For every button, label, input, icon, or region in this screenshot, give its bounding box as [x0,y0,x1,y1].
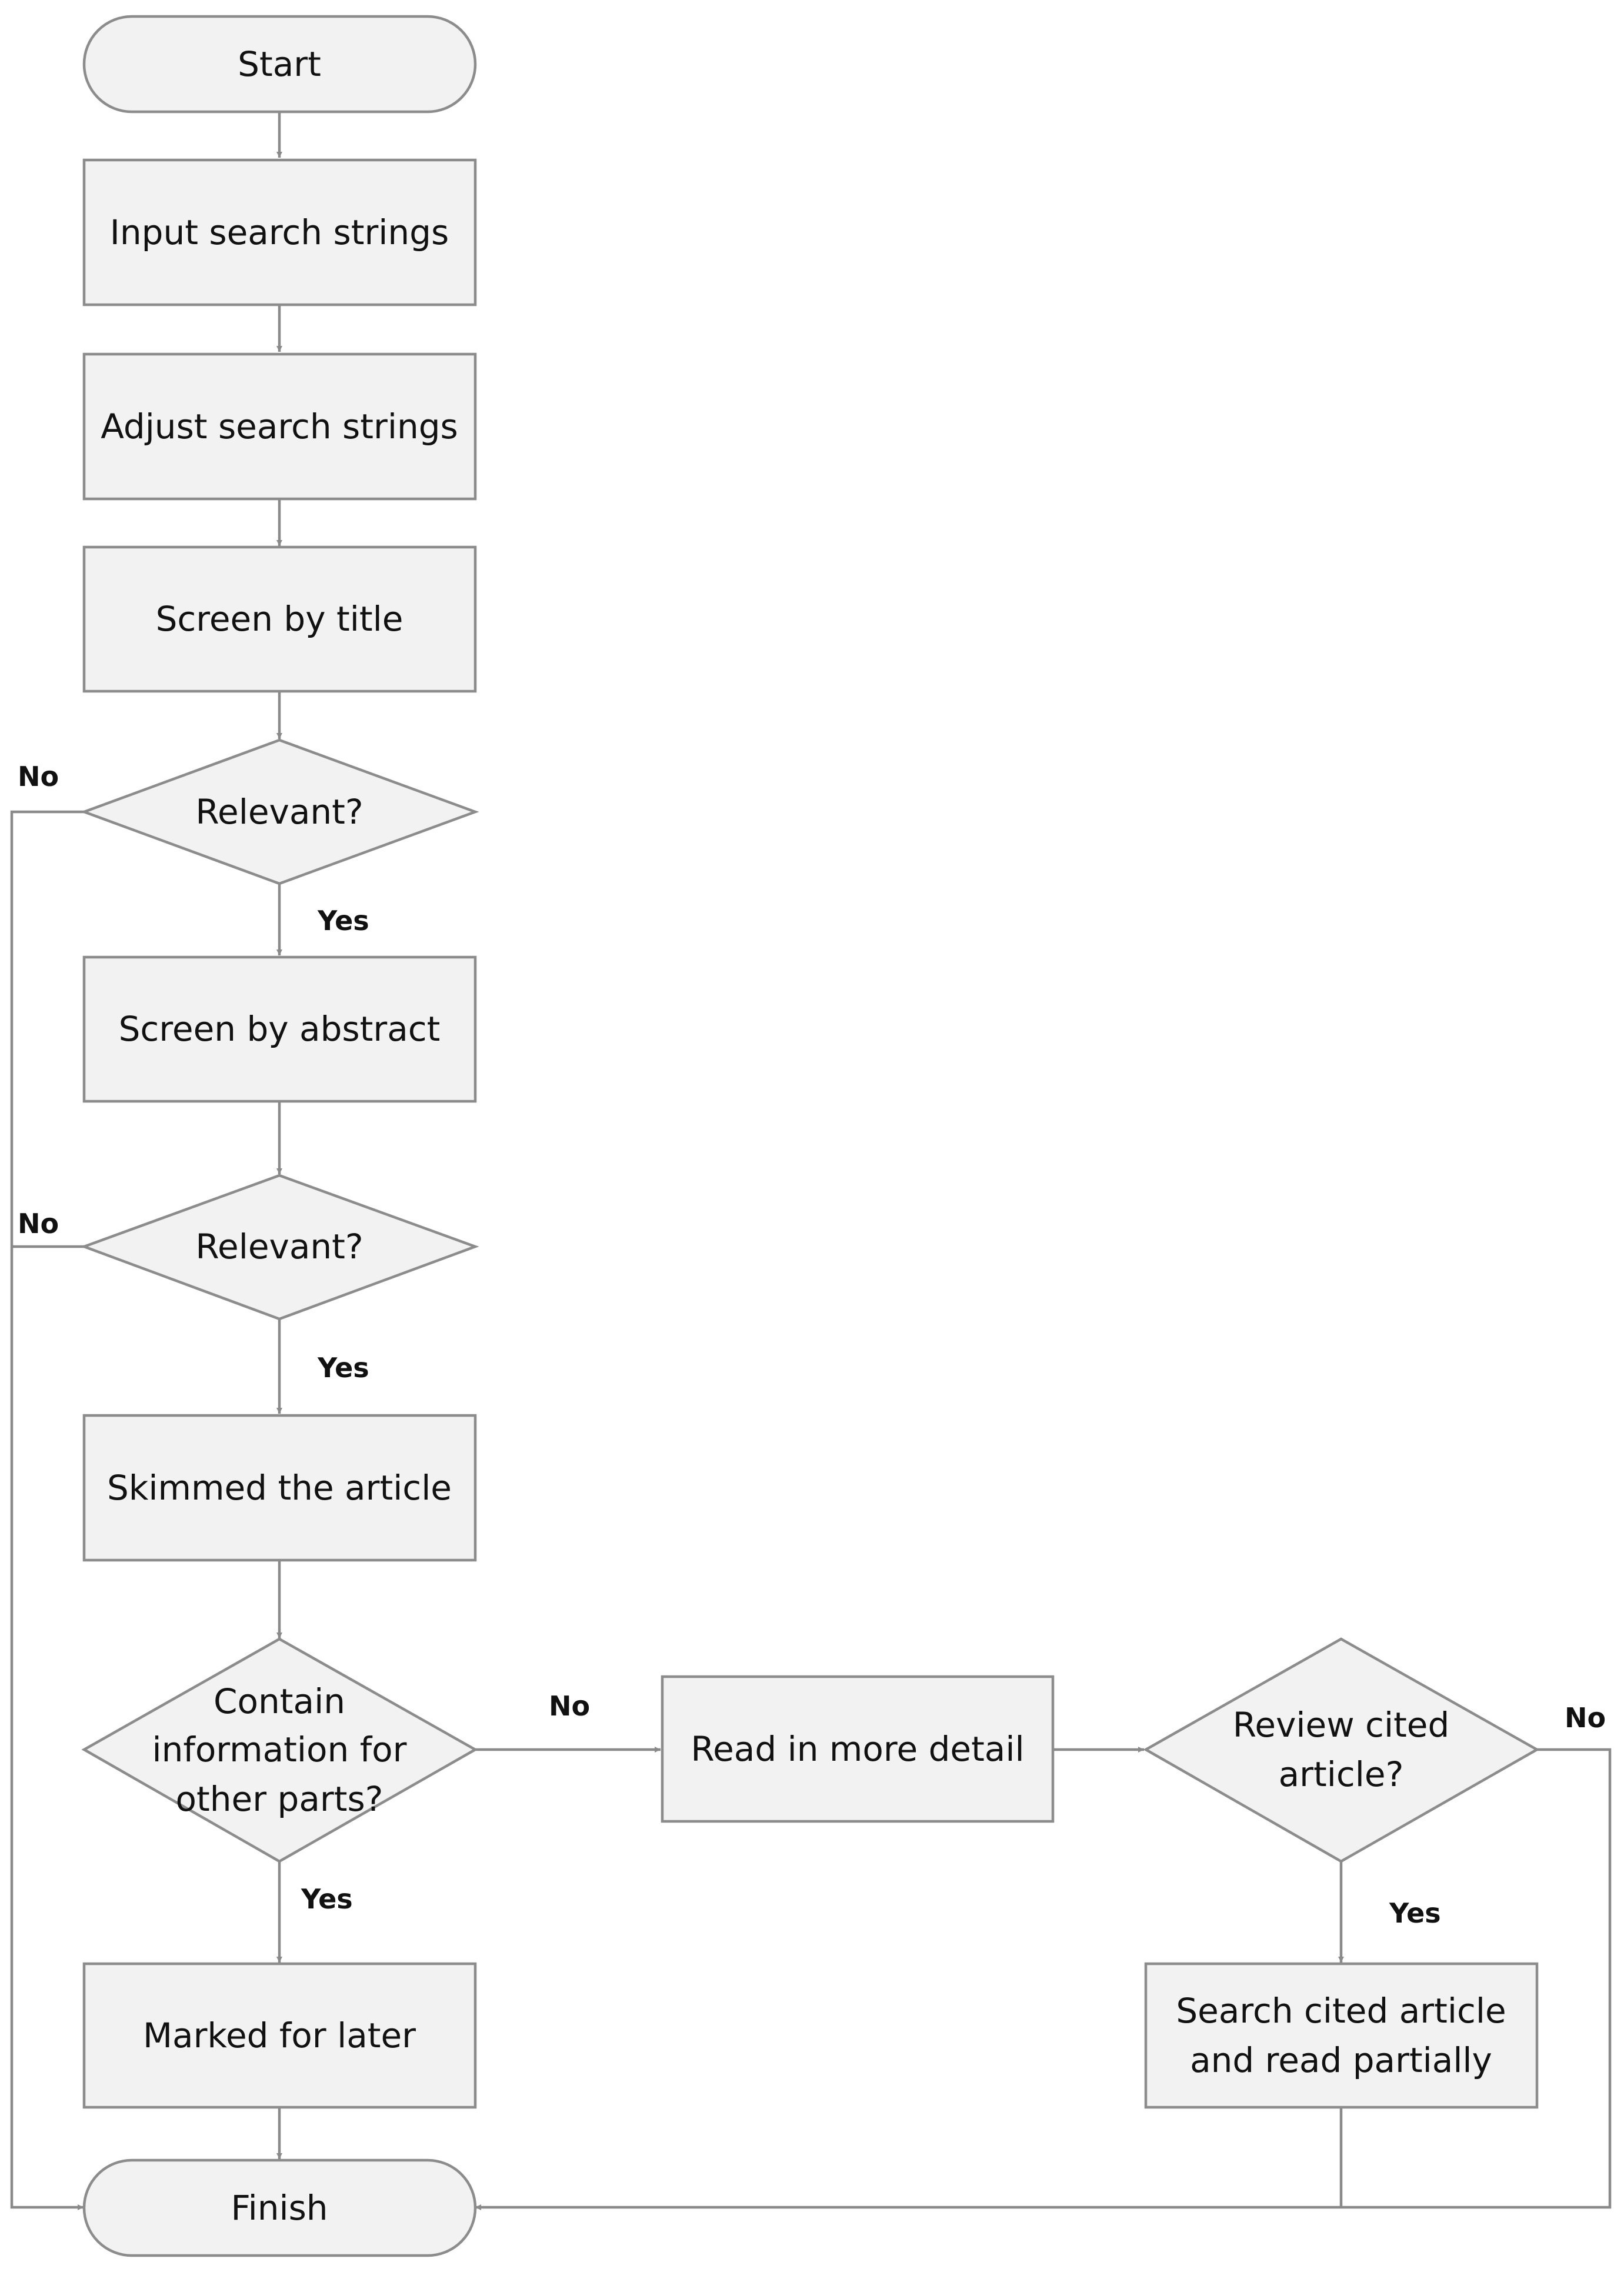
edge-label-no: No [18,1208,59,1240]
edge-contain-info-to-read-detail: No [475,1690,661,1753]
decision-shape [80,1174,479,1321]
edge-label-yes: Yes [317,905,369,937]
node-label-line-2: information for [152,1730,407,1770]
process-shape [82,1414,477,1562]
node-label: Finish [231,2188,328,2228]
edge-line [10,810,84,2210]
node-label-line-1: Review cited [1233,1705,1450,1745]
node-contain-info: Contain information for other parts? [81,1637,478,1863]
process-shape [1144,1962,1539,2109]
node-label-line-2: article? [1279,1754,1404,1794]
edge-label-no: No [18,761,59,792]
process-shape [82,955,477,1103]
node-input-search: Input search strings [82,158,477,307]
decision-shape [81,1637,478,1863]
node-label: Relevant? [195,1227,363,1267]
edge-label-yes: Yes [317,1352,369,1384]
edge-review-cited-to-search-cited: Yes [1338,1861,1441,1963]
node-label-line-1: Contain [214,1681,345,1721]
node-screen-abstract: Screen by abstract [82,955,477,1103]
process-shape [82,545,477,693]
node-label-line-1: Search cited article [1176,1991,1506,2031]
edge-relevant-2-to-skimmed: Yes [276,1319,369,1414]
edge-contain-info-to-marked-later: Yes [276,1861,353,1963]
edge-line [475,1748,1612,2210]
node-label: Marked for later [143,2016,416,2056]
node-label-line-2: and read partially [1190,2040,1492,2080]
node-marked-later: Marked for later [82,1962,477,2109]
edge-label-no: No [549,1690,590,1722]
process-shape [82,158,477,307]
node-label: Screen by title [156,599,404,639]
node-label: Relevant? [195,792,363,832]
edge-label-yes: Yes [1389,1897,1441,1929]
edge-label-no: No [1565,1702,1606,1734]
node-skimmed: Skimmed the article [82,1414,477,1562]
node-adjust-search: Adjust search strings [82,352,477,501]
node-search-cited: Search cited article and read partially [1144,1962,1539,2109]
node-read-detail: Read in more detail [661,1675,1055,1823]
node-relevant-2: Relevant? [80,1174,479,1321]
decision-shape [1143,1637,1540,1863]
edge-relevant-1-to-screen-abstract: Yes [276,884,369,955]
node-label: Screen by abstract [119,1009,441,1049]
edge-relevant-1-to-finish: No [10,761,84,2210]
node-label: Adjust search strings [101,407,458,447]
edges: Yes No Yes No Yes [10,112,1612,2210]
node-label: Start [238,44,321,84]
node-review-cited: Review cited article? [1143,1637,1540,1863]
terminal-shape [82,2158,477,2257]
process-shape [661,1675,1055,1823]
node-finish: Finish [82,2158,477,2257]
edge-review-cited-to-finish: No [475,1702,1612,2210]
decision-shape [80,738,479,885]
node-label-line-3: other parts? [176,1779,384,1819]
node-label: Input search strings [110,212,449,252]
process-shape [82,1962,477,2109]
edge-label-yes: Yes [301,1883,353,1915]
node-label: Skimmed the article [107,1468,452,1508]
node-screen-title: Screen by title [82,545,477,693]
edge-relevant-2-to-finish: No [12,1208,84,1248]
node-start: Start [82,15,477,114]
process-shape [82,352,477,501]
terminal-shape [82,15,477,114]
node-relevant-1: Relevant? [80,738,479,885]
node-label: Read in more detail [691,1729,1024,1769]
nodes: Start Input search strings Adjust search… [80,15,1540,2257]
